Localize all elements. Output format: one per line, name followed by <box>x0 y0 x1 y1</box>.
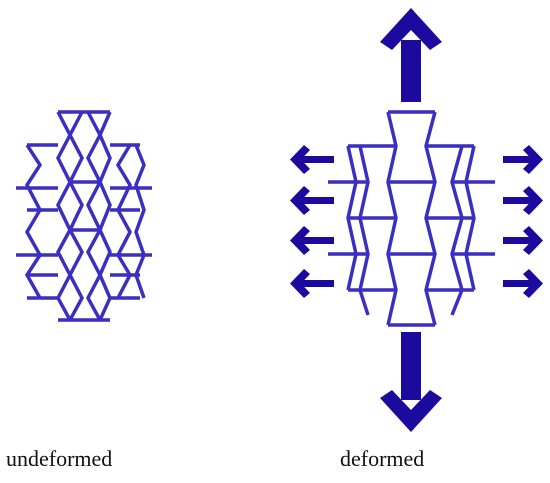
undeformed-label: undeformed <box>6 446 113 471</box>
deformed-horizontal-connectors <box>328 110 495 327</box>
undeformed-column-1 <box>24 144 43 299</box>
undeformed-column-2 <box>56 111 84 321</box>
arrow-down-icon <box>380 332 442 432</box>
undeformed-column-3 <box>86 111 112 321</box>
arrow-left-icon <box>290 226 334 255</box>
arrow-right-icon <box>503 186 543 215</box>
deformed-lattice <box>328 110 495 327</box>
undeformed-lattice <box>16 110 152 322</box>
arrow-left-icon <box>290 269 334 298</box>
arrow-left-icon <box>290 145 334 174</box>
arrow-right-icon <box>503 269 543 298</box>
arrow-right-icon <box>503 145 543 174</box>
undeformed-horizontal-connectors <box>16 110 152 322</box>
undeformed-column-4 <box>115 144 146 299</box>
arrow-up-icon <box>380 8 442 102</box>
arrow-right-icon <box>503 226 543 255</box>
arrow-left-icon <box>290 186 334 215</box>
load-arrows <box>290 8 543 432</box>
deformed-label: deformed <box>340 446 425 471</box>
